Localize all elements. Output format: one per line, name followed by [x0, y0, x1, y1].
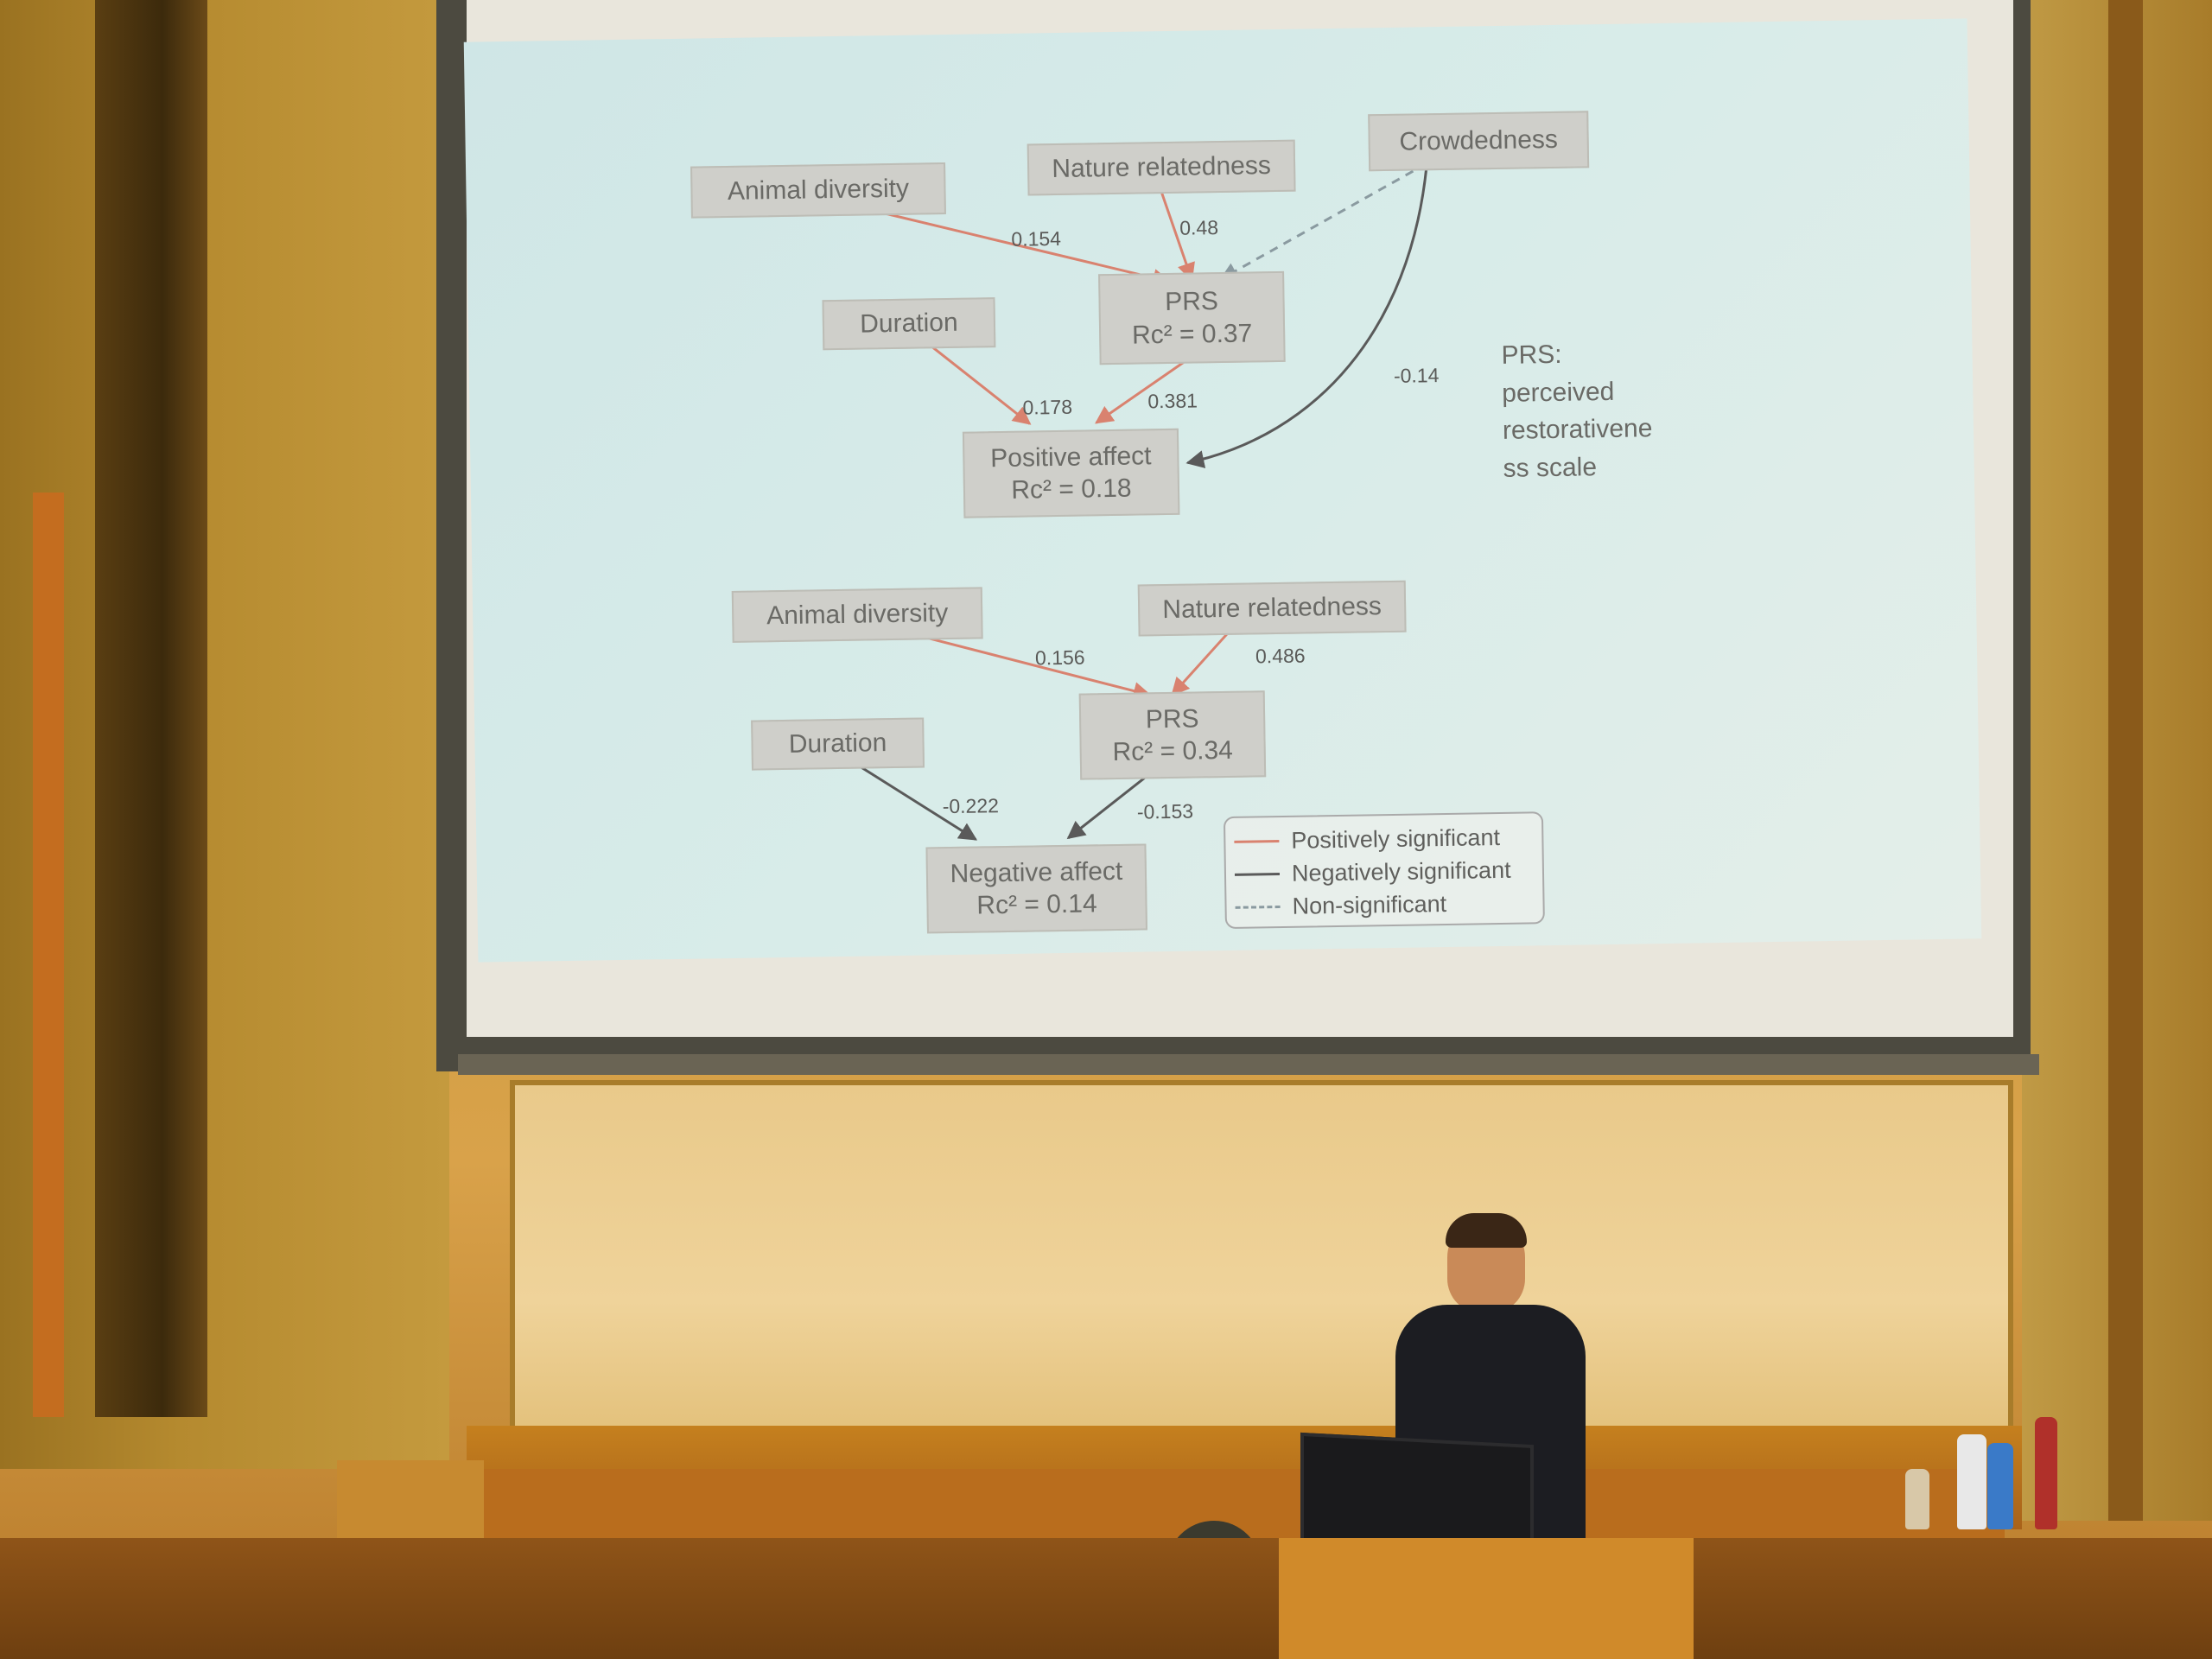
- speaker: [1395, 1213, 1586, 1555]
- node-label: Crowdedness: [1399, 125, 1559, 156]
- coef-animal-to-prs-top: 0.154: [1011, 226, 1062, 251]
- red-bottle: [2035, 1417, 2057, 1529]
- note-line: perceived: [1502, 377, 1615, 408]
- front-bench: [0, 1538, 2212, 1659]
- projected-slide: Animal diversity Nature relatedness Crow…: [463, 18, 1982, 963]
- podium: [1279, 1538, 1694, 1659]
- node-rc: Rc² = 0.37: [1131, 318, 1253, 350]
- node-animal-diversity-bottom: Animal diversity: [731, 587, 983, 643]
- path-diagram-arrows: [837, 162, 1428, 841]
- arrow-crowdedness-to-positive: [1185, 165, 1428, 468]
- node-label: PRS: [1164, 287, 1219, 317]
- node-duration-top: Duration: [822, 297, 996, 351]
- arrow-duration-to-negative: [855, 762, 978, 841]
- legend-nonsig: Non-significant: [1235, 891, 1446, 921]
- legend-negative: Negatively significant: [1234, 856, 1511, 888]
- note-line: restorativene: [1502, 414, 1653, 445]
- prs-definition-note: PRS: perceived restorativene ss scale: [1501, 334, 1653, 487]
- node-label: Nature relatedness: [1162, 592, 1382, 625]
- node-negative-affect: Negative affect Rc² = 0.14: [925, 843, 1147, 934]
- legend-nonsig-label: Non-significant: [1292, 890, 1447, 919]
- node-prs-top: PRS Rc² = 0.37: [1098, 270, 1286, 365]
- desk-sign: [337, 1460, 484, 1538]
- left-pillar: [95, 0, 207, 1417]
- coef-prs-to-negative: -0.153: [1136, 799, 1194, 823]
- node-positive-affect: Positive affect Rc² = 0.18: [962, 428, 1180, 518]
- note-line: PRS:: [1501, 340, 1562, 370]
- node-nature-relatedness-top: Nature relatedness: [1027, 139, 1296, 196]
- legend: Positively significant Negatively signif…: [1223, 811, 1545, 930]
- water-bottle: [1957, 1434, 1986, 1529]
- screen-bottom-bar: [458, 1054, 2039, 1075]
- arrow-prs-to-positive: [1095, 353, 1196, 424]
- node-label: Positive affect: [990, 441, 1152, 473]
- arrow-duration-to-positive: [930, 345, 1032, 425]
- node-label: Animal diversity: [727, 174, 910, 207]
- coef-crowdedness-to-positive: -0.14: [1393, 364, 1440, 387]
- legend-nonsig-swatch: [1235, 906, 1281, 909]
- node-duration-bottom: Duration: [751, 717, 925, 771]
- node-rc: Rc² = 0.18: [1011, 474, 1132, 505]
- note-line: ss scale: [1503, 452, 1598, 483]
- node-label: Negative affect: [950, 856, 1123, 888]
- legend-negative-label: Negatively significant: [1291, 856, 1511, 887]
- node-label: Animal diversity: [766, 599, 949, 631]
- legend-positive-swatch: [1234, 840, 1280, 843]
- node-label: PRS: [1145, 703, 1199, 734]
- right-rail: [2108, 0, 2143, 1521]
- coef-prs-to-positive: 0.381: [1147, 389, 1198, 413]
- arrow-prs-to-negative: [1066, 766, 1159, 840]
- small-bottle: [1905, 1469, 1929, 1529]
- arrow-nature-to-prs-top: [1155, 179, 1195, 282]
- node-label: Nature relatedness: [1052, 151, 1272, 184]
- coef-nature-to-prs-bottom: 0.486: [1255, 644, 1306, 668]
- node-crowdedness: Crowdedness: [1368, 111, 1590, 172]
- node-prs-bottom: PRS Rc² = 0.34: [1078, 690, 1267, 780]
- node-label: Duration: [788, 728, 887, 760]
- legend-positive-label: Positively significant: [1291, 824, 1501, 854]
- legend-negative-swatch: [1234, 873, 1281, 876]
- arrow-animal-to-prs-top: [837, 200, 1172, 287]
- node-rc: Rc² = 0.34: [1112, 735, 1234, 767]
- blue-bottle: [1987, 1443, 2013, 1529]
- wall-trim: [33, 493, 64, 1417]
- legend-positive: Positively significant: [1234, 824, 1500, 855]
- left-wall: [0, 0, 449, 1469]
- node-label: Duration: [859, 308, 958, 339]
- coef-nature-to-prs-top: 0.48: [1179, 216, 1219, 239]
- node-nature-relatedness-bottom: Nature relatedness: [1137, 580, 1407, 637]
- coef-duration-to-positive: 0.178: [1022, 395, 1073, 419]
- arrow-crowdedness-to-prs-top: [1219, 162, 1427, 281]
- node-rc: Rc² = 0.14: [976, 889, 1097, 920]
- whiteboard: [510, 1080, 2013, 1452]
- coef-duration-to-negative: -0.222: [942, 794, 1000, 818]
- node-animal-diversity-top: Animal diversity: [690, 162, 946, 219]
- coef-animal-to-prs-bottom: 0.156: [1034, 645, 1085, 670]
- speaker-hair: [1446, 1213, 1527, 1248]
